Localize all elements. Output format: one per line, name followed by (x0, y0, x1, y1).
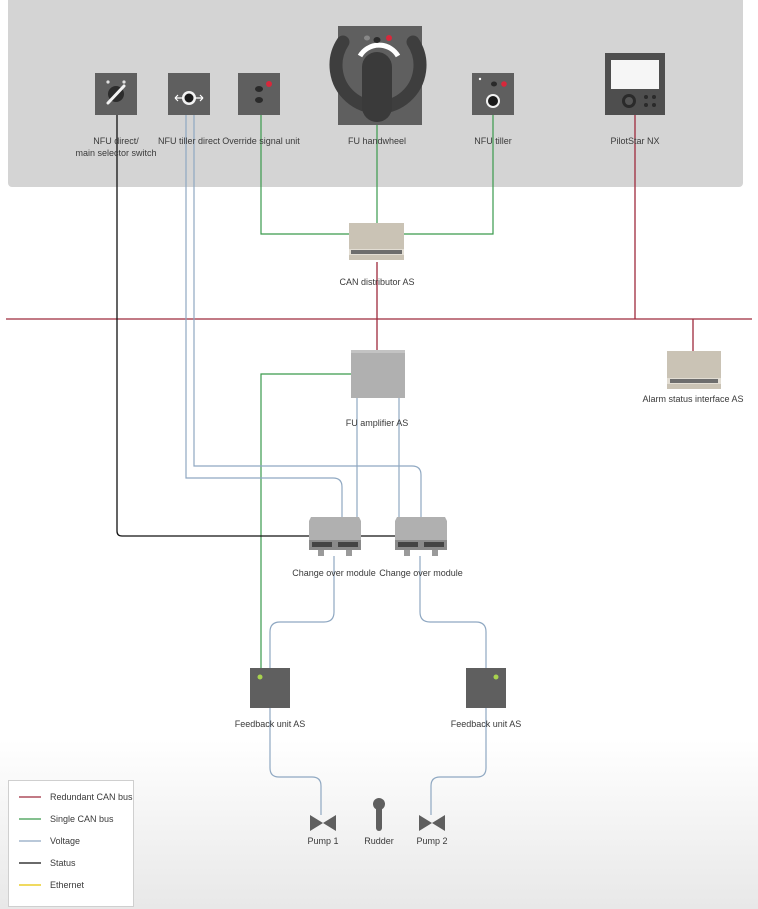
label-can-distributor: CAN distributor AS (339, 277, 414, 287)
amplifier-feedback-can-line (260, 373, 351, 668)
status-line (116, 115, 309, 537)
nfu-tiller-direct-unit (168, 73, 210, 115)
change-over-module-1 (309, 517, 361, 556)
legend-voltage-label: Voltage (50, 836, 80, 846)
label-pump-2: Pump 2 (416, 836, 447, 846)
legend: Redundant CAN bus Single CAN bus Voltage… (8, 780, 134, 907)
label-fu-handwheel: FU handwheel (348, 136, 406, 146)
nfu-direct-switch (95, 73, 137, 115)
label-change-over-module-1: Change over module (292, 568, 376, 578)
legend-single-can-label: Single CAN bus (50, 814, 114, 824)
label-nfu-tiller: NFU tiller (474, 136, 512, 146)
label-pump-1: Pump 1 (307, 836, 338, 846)
fu-amplifier (351, 350, 405, 398)
label-nfu-direct-2: main selector switch (75, 148, 156, 158)
override-signal-unit (238, 73, 280, 115)
nfu-tiller-unit (472, 73, 514, 115)
tiller-voltage-line-1 (185, 115, 343, 517)
legend-redundant-can-label: Redundant CAN bus (50, 792, 133, 802)
nfu-tiller-can-line (404, 115, 494, 235)
label-feedback-unit-2: Feedback unit AS (451, 719, 522, 729)
change-over-module-2 (395, 517, 447, 556)
feedback-unit-2 (466, 668, 506, 708)
label-override-signal-unit: Override signal unit (222, 136, 300, 146)
status-lines (116, 115, 395, 537)
single-can-lines (260, 115, 494, 668)
module1-feedback-line (269, 556, 335, 668)
override-can-line (260, 115, 349, 235)
fu-handwheel (329, 26, 427, 125)
feedback2-pump2-line (430, 708, 487, 815)
label-nfu-direct-1: NFU direct/ (93, 136, 139, 146)
redundant-can-lines (6, 115, 752, 351)
feedback-unit-1 (250, 668, 290, 708)
label-nfu-tiller-direct: NFU tiller direct (158, 136, 221, 146)
module2-feedback-line (419, 556, 487, 668)
can-distributor (349, 223, 404, 260)
feedback1-pump1-line (269, 708, 322, 815)
pump-1-icon (310, 815, 336, 831)
alarm-status-interface (667, 351, 721, 389)
label-fu-amplifier: FU amplifier AS (346, 418, 409, 428)
label-pilotstar-nx: PilotStar NX (610, 136, 659, 146)
pump-2-icon (419, 815, 445, 831)
rudder-icon (373, 798, 385, 831)
legend-status-label: Status (50, 858, 76, 868)
pilotstar-nx (605, 53, 665, 115)
voltage-lines (185, 115, 487, 815)
legend-ethernet-label: Ethernet (50, 880, 85, 890)
label-alarm-status-interface: Alarm status interface AS (642, 394, 743, 404)
label-rudder: Rudder (364, 836, 394, 846)
label-feedback-unit-1: Feedback unit AS (235, 719, 306, 729)
tiller-voltage-line-2 (193, 115, 422, 517)
label-change-over-module-2: Change over module (379, 568, 463, 578)
